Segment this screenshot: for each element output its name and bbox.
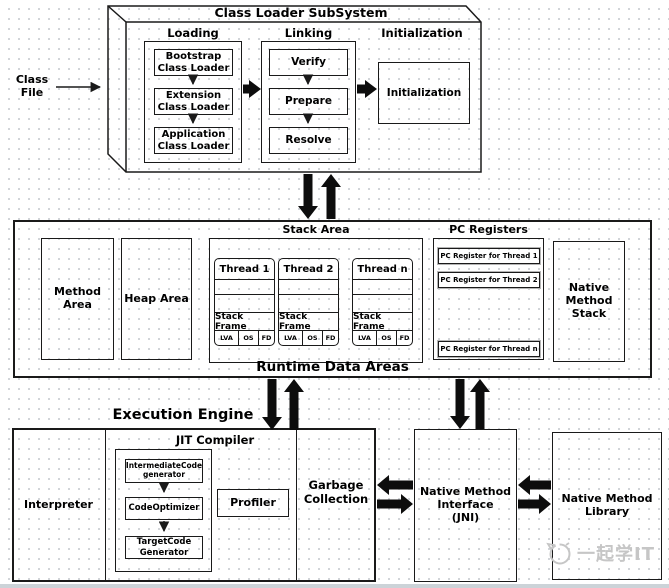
stack-frame-cells: LVA OS FD xyxy=(215,331,274,345)
garbage-collection-label: Garbage Collection xyxy=(303,478,369,506)
class-loader-title: Class Loader SubSystem xyxy=(214,5,388,20)
runtime-data-areas-box xyxy=(13,220,652,378)
thread-n-box: Thread n Stack Frame LVA OS FD xyxy=(352,258,413,346)
application-class-loader-label: Application Class Loader xyxy=(157,128,230,152)
native-method-library-label: Native Method Library xyxy=(561,492,653,518)
thread-2-name: Thread 2 xyxy=(279,259,338,280)
execution-engine-title: Execution Engine xyxy=(112,407,254,423)
thread-row-empty xyxy=(353,280,412,295)
thread-row-empty xyxy=(353,295,412,313)
thread-row-empty xyxy=(279,295,338,313)
linking-label: Linking xyxy=(284,26,333,40)
extension-class-loader-box: Extension Class Loader xyxy=(154,88,233,115)
stack-area-box xyxy=(209,238,423,363)
target-code-generator-box: TargetCode Generator xyxy=(125,536,203,559)
initialization-box: Initialization xyxy=(378,62,470,124)
application-class-loader-box: Application Class Loader xyxy=(154,127,233,154)
pc-register-thread-2: PC Register for Thread 2 xyxy=(438,272,540,288)
resolve-label: Resolve xyxy=(285,134,332,147)
class-file-label: Class File xyxy=(15,73,49,99)
gc-to-jni-arrow xyxy=(377,494,413,514)
watermark-text: 一起学IT xyxy=(577,544,655,565)
fd-cell: FD xyxy=(325,334,336,342)
loading-label: Loading xyxy=(167,26,219,40)
thread-1-box: Thread 1 Stack Frame LVA OS FD xyxy=(214,258,275,346)
watermark-cat-icon xyxy=(546,542,571,565)
bootstrap-class-loader-box: Bootstrap Class Loader xyxy=(154,49,233,76)
native-method-stack-label: Native Method Stack xyxy=(565,281,613,320)
extension-class-loader-label: Extension Class Loader xyxy=(157,89,230,113)
verify-box: Verify xyxy=(269,49,348,76)
thread-row-empty xyxy=(279,280,338,295)
interpreter-area: Interpreter xyxy=(12,428,105,582)
heap-area-box: Heap Area xyxy=(121,238,192,360)
verify-label: Verify xyxy=(291,56,326,69)
os-cell: OS xyxy=(377,331,397,345)
jni-box: Native Method Interface (JNI) xyxy=(414,429,517,582)
watermark: 一起学IT xyxy=(546,540,655,566)
prepare-label: Prepare xyxy=(285,95,332,108)
resolve-box: Resolve xyxy=(269,127,348,154)
runtime-to-execution-arrow xyxy=(262,379,282,430)
ee-divider-1 xyxy=(105,428,106,582)
interpreter-label: Interpreter xyxy=(24,497,93,511)
pc-register-thread-1: PC Register for Thread 1 xyxy=(438,248,540,264)
initialization-label: Initialization xyxy=(381,26,463,40)
native-method-stack-box: Native Method Stack xyxy=(553,241,625,362)
execution-engine-box xyxy=(12,428,376,582)
prepare-box: Prepare xyxy=(269,88,348,115)
heap-area-label: Heap Area xyxy=(124,291,189,305)
initialization-box-label: Initialization xyxy=(386,86,462,99)
jni-to-library-arrow xyxy=(518,494,551,514)
method-area-label: Method Area xyxy=(54,285,101,311)
stack-frame-cells: LVA OS FD xyxy=(279,331,338,345)
pc-registers-label: PC Registers xyxy=(449,223,528,236)
jni-label: Native Method Interface (JNI) xyxy=(419,485,512,524)
thread-row-empty xyxy=(215,280,274,295)
jni-to-runtime-arrow xyxy=(470,379,490,429)
runtime-data-areas-title: Runtime Data Areas xyxy=(256,359,409,375)
intermediate-code-generator-box: IntermediateCode generator xyxy=(125,459,203,483)
pc-register-thread-n: PC Register for Thread n xyxy=(438,341,540,357)
jni-to-gc-arrow xyxy=(377,475,413,495)
lva-cell: LVA xyxy=(279,331,303,345)
profiler-label: Profiler xyxy=(230,495,276,509)
fd-cell: FD xyxy=(399,334,410,342)
thread-n-name: Thread n xyxy=(353,259,412,280)
native-method-library-box: Native Method Library xyxy=(552,432,662,580)
target-code-generator-label: TargetCode Generator xyxy=(136,537,192,558)
pc-registers-box xyxy=(433,238,544,360)
execution-to-runtime-arrow xyxy=(284,379,304,430)
lva-cell: LVA xyxy=(353,331,377,345)
runtime-to-classloader-arrow xyxy=(321,174,341,219)
stack-frame-cells: LVA OS FD xyxy=(353,331,412,345)
library-to-jni-arrow xyxy=(518,475,551,495)
bootstrap-class-loader-label: Bootstrap Class Loader xyxy=(157,50,230,74)
loading-to-linking-arrow xyxy=(243,80,261,98)
runtime-to-jni-arrow xyxy=(450,379,470,429)
code-optimizer-label: CodeOptimizer xyxy=(128,503,200,514)
code-optimizer-box: CodeOptimizer xyxy=(125,497,203,520)
bottom-strip xyxy=(0,584,669,588)
os-cell: OS xyxy=(239,331,259,345)
linking-to-initialization-arrow xyxy=(357,80,377,98)
jit-compiler-container xyxy=(115,449,212,572)
intermediate-code-generator-label: IntermediateCode generator xyxy=(125,461,203,479)
stack-frame-label: Stack Frame xyxy=(215,312,274,332)
jit-compiler-label: JIT Compiler xyxy=(175,433,255,447)
fd-cell: FD xyxy=(261,334,272,342)
method-area-box: Method Area xyxy=(41,238,114,360)
profiler-box: Profiler xyxy=(217,489,289,517)
thread-1-name: Thread 1 xyxy=(215,259,274,280)
garbage-collection-area: Garbage Collection xyxy=(296,428,376,582)
stack-frame-label: Stack Frame xyxy=(279,312,338,332)
ee-divider-2 xyxy=(296,428,297,582)
classloader-to-runtime-arrow xyxy=(298,174,318,219)
stack-area-label: Stack Area xyxy=(282,223,350,236)
thread-2-box: Thread 2 Stack Frame LVA OS FD xyxy=(278,258,339,346)
os-cell: OS xyxy=(303,331,323,345)
lva-cell: LVA xyxy=(215,331,239,345)
stack-frame-label: Stack Frame xyxy=(353,312,412,332)
thread-row-empty xyxy=(215,295,274,313)
